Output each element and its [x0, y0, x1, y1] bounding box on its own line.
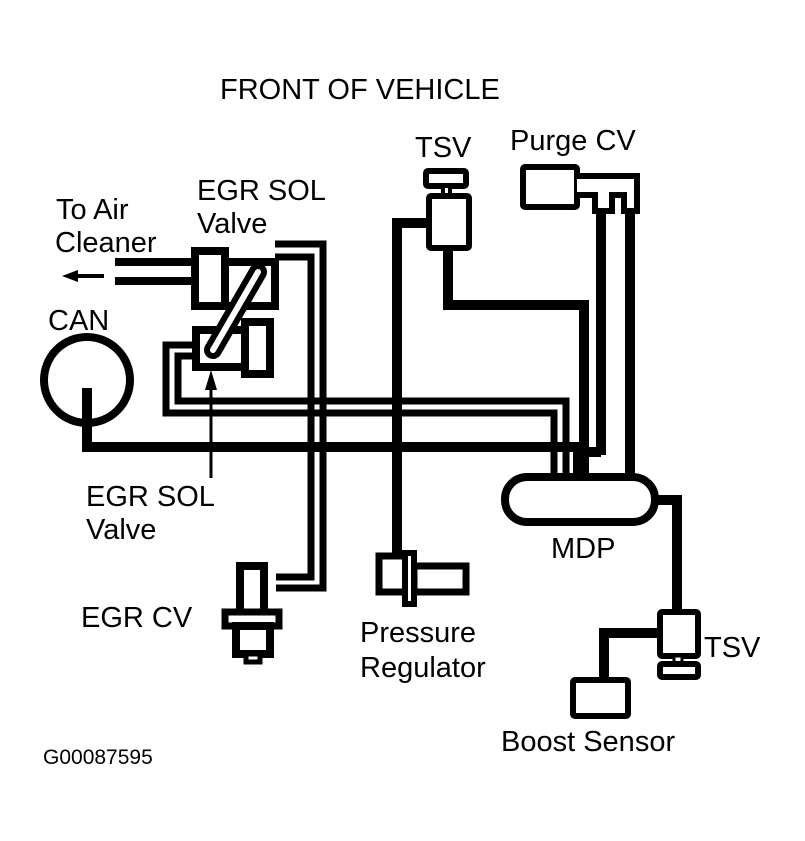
hose-tsv-to-boost-sensor	[599, 628, 660, 680]
label-egr-sol-upper-line1: EGR SOL	[197, 175, 326, 207]
hose-to-air-cleaner	[115, 258, 200, 285]
arrow-up-icon	[205, 370, 217, 478]
mdp	[501, 473, 659, 526]
label-mdp: MDP	[551, 533, 615, 565]
hose-tsv-to-mdp	[443, 250, 589, 478]
figure-id: G00087595	[43, 746, 153, 769]
label-can: CAN	[48, 305, 109, 337]
label-egr-sol-lower-line2: Valve	[86, 514, 156, 546]
label-egr-sol-lower-line1: EGR SOL	[86, 481, 215, 513]
purge-cv	[520, 164, 640, 214]
hoses	[82, 208, 682, 680]
tsv-top	[423, 168, 472, 251]
label-tsv-bottom: TSV	[704, 632, 761, 664]
boost-sensor	[570, 677, 631, 719]
label-boost-sensor: Boost Sensor	[501, 726, 675, 758]
hose-egr-sol-diagonal	[204, 263, 267, 359]
arrow-left-icon	[62, 270, 104, 282]
tsv-bottom	[657, 609, 701, 680]
label-egr-sol-upper-line2: Valve	[197, 208, 267, 240]
label-pressure-regulator-line1: Pressure	[360, 617, 476, 649]
label-tsv-top: TSV	[415, 132, 472, 164]
title-front-of-vehicle: FRONT OF VEHICLE	[220, 74, 500, 106]
label-to-air-cleaner-line2: Cleaner	[55, 227, 157, 259]
label-pressure-regulator-line2: Regulator	[360, 652, 486, 684]
egr-cv	[221, 562, 283, 665]
pressure-regulator	[375, 550, 470, 607]
hose-tsv-to-pressure-regulator	[392, 218, 427, 555]
hose-mdp-to-tsv-bottom	[655, 495, 682, 613]
label-egr-cv: EGR CV	[81, 602, 193, 634]
label-to-air-cleaner-line1: To Air	[56, 194, 129, 226]
hose-egr-sol-lower-to-mdp	[162, 341, 570, 478]
label-purge-cv: Purge CV	[510, 125, 636, 157]
